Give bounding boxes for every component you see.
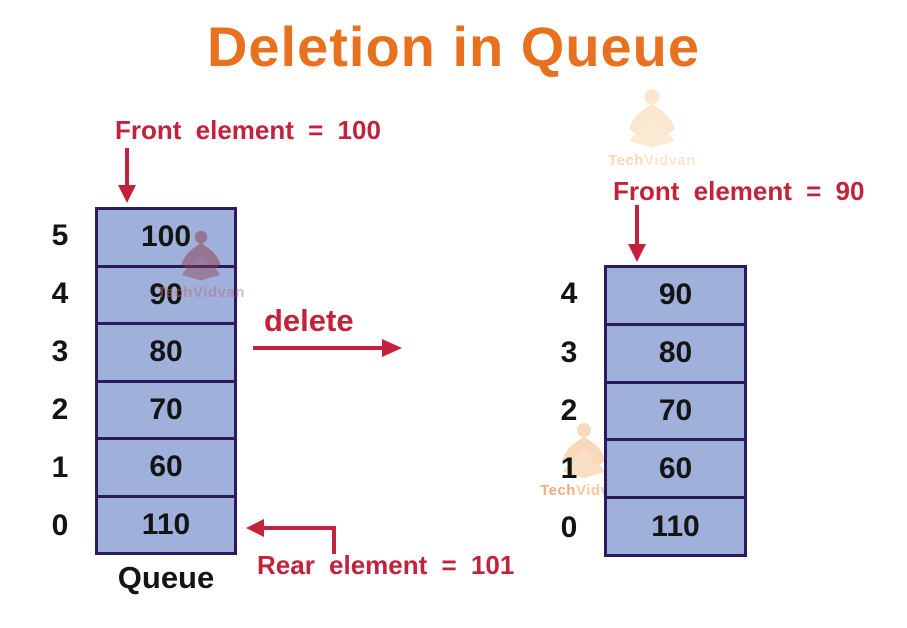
queue-cell: 70 xyxy=(98,383,234,440)
index-label: 1 xyxy=(560,452,578,486)
delete-label: delete xyxy=(264,303,354,338)
cell-value: 80 xyxy=(658,336,693,370)
queue-cell: 110 xyxy=(98,498,234,553)
cell-value: 90 xyxy=(658,278,693,312)
queue-cell: 60 xyxy=(98,440,234,498)
index-label: 2 xyxy=(560,394,578,428)
index-label: 0 xyxy=(51,509,69,542)
index-label: 5 xyxy=(51,219,69,252)
cell-value: 110 xyxy=(651,509,700,543)
cell-value: 80 xyxy=(149,335,183,369)
cell-value: 100 xyxy=(140,220,192,254)
cell-value: 60 xyxy=(149,450,183,484)
right-queue-table: 90 80 70 60 110 xyxy=(604,265,747,557)
queue-cell: 70 xyxy=(607,384,744,442)
front-element-label-left: Front element = 100 xyxy=(115,115,381,145)
index-label: 3 xyxy=(560,335,578,369)
left-queue-table: 100 90 80 70 60 110 xyxy=(95,207,237,555)
cell-value: 60 xyxy=(658,451,693,485)
queue-cell: 80 xyxy=(607,326,744,384)
front-arrow-down-icon xyxy=(118,148,136,203)
queue-cell: 80 xyxy=(98,325,234,383)
queue-cell: 60 xyxy=(607,441,744,500)
index-label: 4 xyxy=(560,277,578,311)
cell-value: 110 xyxy=(141,507,191,541)
left-queue-index-column: 5 4 3 2 1 0 xyxy=(40,207,80,555)
techvidvan-watermark-top: TechVidvan xyxy=(588,86,716,169)
cell-value: 70 xyxy=(658,393,693,427)
right-queue-index-column: 4 3 2 1 0 xyxy=(549,265,589,557)
front-element-label-right: Front element = 90 xyxy=(613,176,865,206)
meditating-figure-icon xyxy=(628,89,676,148)
index-label: 0 xyxy=(560,510,578,544)
watermark-text: TechVidvan xyxy=(608,152,696,169)
queue-cell: 100 xyxy=(98,210,234,268)
front-arrow-down-icon xyxy=(628,205,646,262)
cell-value: 70 xyxy=(149,392,183,426)
cell-value: 90 xyxy=(149,277,183,311)
queue-caption: Queue xyxy=(117,560,215,595)
index-label: 3 xyxy=(51,335,69,368)
index-label: 4 xyxy=(51,277,69,310)
rear-element-label: Rear element = 101 xyxy=(257,550,515,580)
index-label: 2 xyxy=(51,393,69,426)
delete-arrow-right-icon xyxy=(253,339,402,357)
queue-cell: 90 xyxy=(98,268,234,325)
queue-cell: 90 xyxy=(607,268,744,326)
queue-cell: 110 xyxy=(607,499,744,554)
rear-arrow-left-icon xyxy=(246,519,336,554)
page-title: Deletion in Queue xyxy=(206,15,701,78)
index-label: 1 xyxy=(51,451,69,484)
